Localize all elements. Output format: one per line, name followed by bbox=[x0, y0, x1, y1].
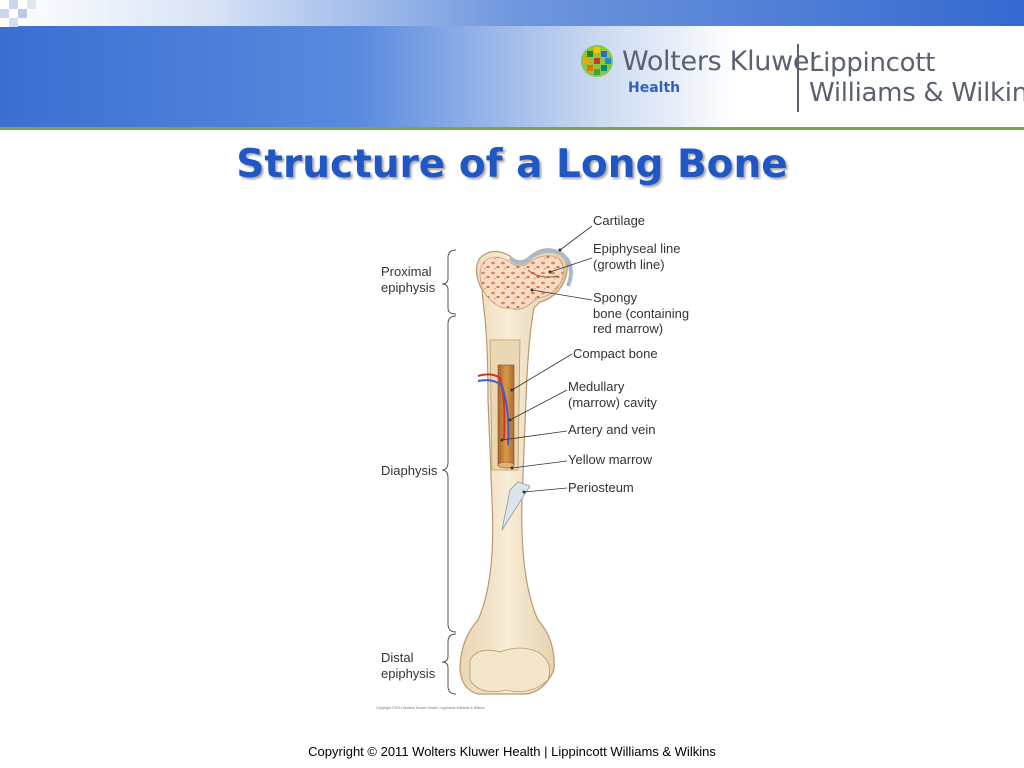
leader-artery bbox=[501, 430, 568, 441]
periosteum-flap bbox=[501, 481, 531, 531]
label-distal-line-2: epiphysis bbox=[381, 666, 436, 681]
bone-illustration bbox=[441, 225, 593, 695]
logo-publisher-line-2: Williams & Wilkins bbox=[809, 78, 1024, 108]
logo-publisher-line-1: Lippincott bbox=[809, 48, 936, 78]
bracket-diaphysis bbox=[441, 315, 457, 633]
header-divider-line bbox=[0, 127, 1024, 130]
wolters-kluwer-mark-icon bbox=[581, 45, 613, 77]
epiphyseal-line bbox=[527, 269, 559, 278]
artery-vessel bbox=[477, 373, 506, 441]
figure-copyright: Copyright ©2011 Wolters Kluwer Health | … bbox=[376, 706, 485, 710]
label-medullary-line-1: Medullary bbox=[568, 379, 625, 394]
logo-company-name: Wolters Kluwer bbox=[622, 46, 820, 77]
label-proximal-line-2: epiphysis bbox=[381, 280, 436, 295]
leader-cartilage bbox=[559, 225, 593, 251]
label-distal-line-1: Distal bbox=[381, 650, 414, 665]
logo-subtitle: Health bbox=[628, 80, 681, 96]
label-cartilage: Cartilage bbox=[593, 213, 646, 228]
slide-footer-copyright: Copyright © 2011 Wolters Kluwer Health |… bbox=[308, 744, 716, 759]
spongy-bone-region bbox=[479, 255, 564, 310]
label-spongy-line-2: bone (containing bbox=[593, 306, 690, 321]
label-medullary-line-2: (marrow) cavity bbox=[568, 395, 657, 410]
leader-spongy bbox=[531, 289, 593, 301]
slide-title: Structure of a Long Bone bbox=[236, 142, 788, 187]
label-yellow-marrow: Yellow marrow bbox=[568, 452, 653, 467]
logo-divider bbox=[797, 44, 799, 112]
vein-vessel bbox=[477, 379, 510, 446]
leader-compact bbox=[511, 353, 573, 391]
bracket-proximal bbox=[441, 249, 457, 315]
distal-condyles bbox=[469, 647, 551, 693]
label-spongy-line-1: Spongy bbox=[593, 290, 638, 305]
label-compact-bone: Compact bone bbox=[573, 346, 658, 361]
marrow-cut-end bbox=[497, 461, 515, 469]
leader-epiphyseal bbox=[549, 257, 593, 273]
label-spongy-line-3: red marrow) bbox=[593, 321, 664, 336]
bracket-distal bbox=[441, 633, 457, 695]
header-top-strip bbox=[0, 0, 1024, 26]
publisher-logo: Wolters Kluwer Health Lippincott William… bbox=[578, 42, 1024, 114]
leader-periosteum bbox=[523, 487, 568, 493]
label-proximal-line-1: Proximal bbox=[381, 264, 432, 279]
long-bone-diagram: Proximal epiphysis Diaphysis Distal epip… bbox=[360, 200, 720, 720]
label-artery-vein: Artery and vein bbox=[568, 422, 656, 437]
label-epiphyseal-line-2: (growth line) bbox=[593, 257, 665, 272]
cartilage-cap bbox=[508, 248, 573, 287]
label-diaphysis: Diaphysis bbox=[381, 463, 438, 478]
checker-decoration bbox=[0, 0, 46, 30]
label-periosteum: Periosteum bbox=[568, 480, 634, 495]
label-epiphyseal-line-1: Epiphyseal line bbox=[593, 241, 681, 256]
bone-shaft-outline bbox=[459, 248, 568, 695]
leader-medullary bbox=[509, 389, 568, 421]
leader-yellow bbox=[511, 460, 568, 469]
